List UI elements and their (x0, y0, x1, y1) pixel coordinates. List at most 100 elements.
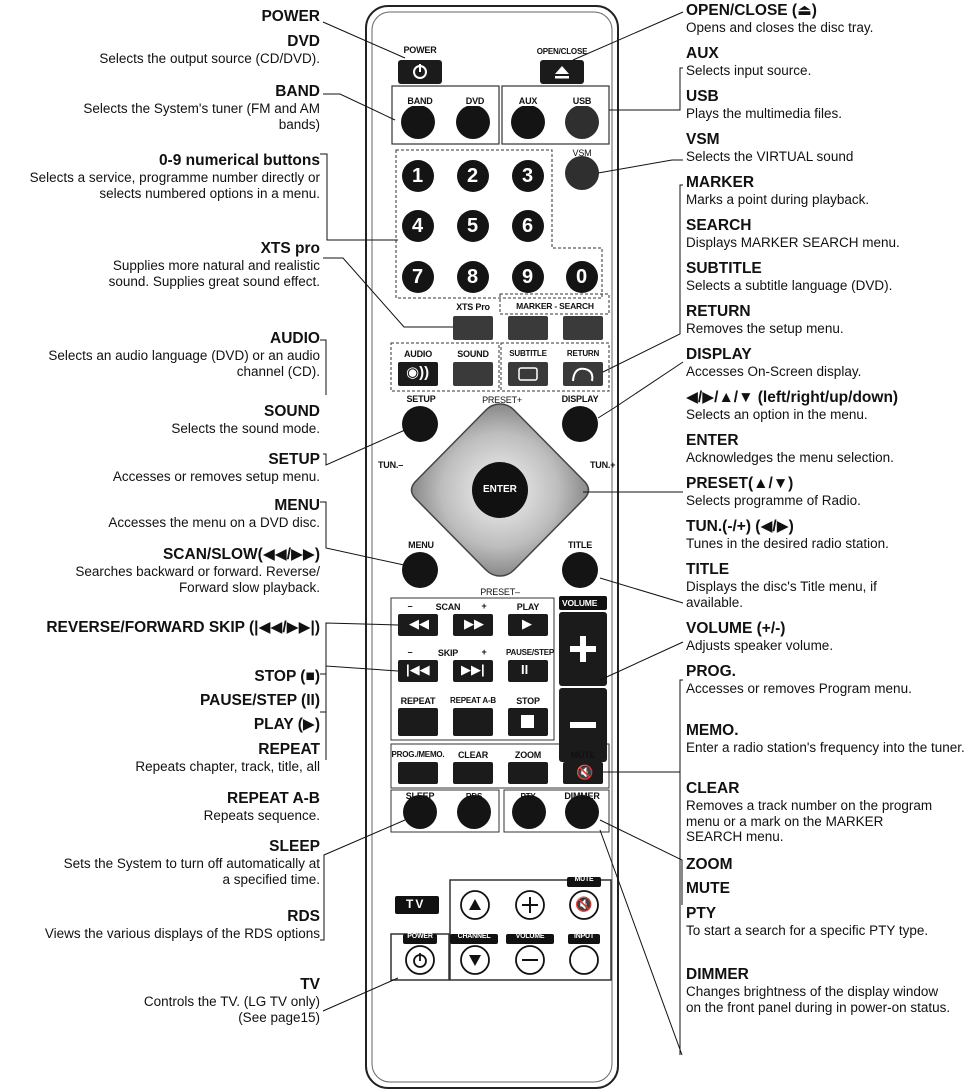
skip-label: SKIP (437, 648, 459, 658)
tv-volume-label: VOLUME (515, 933, 545, 940)
digit-6-button[interactable] (512, 210, 544, 242)
tv-input-button[interactable] (569, 945, 599, 975)
scan-forward-button[interactable] (453, 614, 493, 636)
sound-label: SOUND (457, 349, 489, 359)
clear-button[interactable] (453, 762, 493, 784)
stop-label: STOP (516, 696, 540, 706)
digit-5-button[interactable] (457, 210, 489, 242)
scan-back-button[interactable] (398, 614, 438, 636)
pause-step-button[interactable] (508, 660, 548, 682)
rds-button[interactable] (457, 795, 491, 829)
band-button[interactable] (401, 105, 435, 139)
search-button[interactable] (563, 316, 603, 340)
usb-label: USB (570, 96, 594, 106)
dvd-button[interactable] (456, 105, 490, 139)
callout-leader-lines (320, 11, 684, 1056)
repeat-button[interactable] (398, 708, 438, 736)
title-button[interactable] (562, 552, 598, 588)
prog-memo-button[interactable] (398, 762, 438, 784)
skip-forward-button[interactable] (453, 660, 493, 682)
sleep-rds-group (390, 789, 500, 833)
channel-down-icon (469, 955, 481, 966)
return-button[interactable] (563, 362, 603, 386)
callout-play: PLAY (▶) (253, 716, 320, 733)
callout-scan-slow: SCAN/SLOW(◀◀/▶▶)Searches backward or for… (75, 546, 320, 595)
repeat-ab-label: REPEAT A-B (449, 696, 497, 705)
title-label: TITLE (568, 540, 592, 550)
scan-label: SCAN (435, 602, 461, 612)
menu-button[interactable] (402, 552, 438, 588)
callout-skip: REVERSE/FORWARD SKIP (|◀◀/▶▶|) (46, 619, 320, 636)
tv-volume-minus-icon (522, 959, 538, 961)
enter-button[interactable] (472, 462, 528, 518)
tv-button[interactable] (395, 896, 439, 914)
remote-body-inner (371, 11, 613, 1083)
marker-button[interactable] (508, 316, 548, 340)
zoom-button[interactable] (508, 762, 548, 784)
setup-button[interactable] (402, 406, 438, 442)
callout-preset: PRESET(▲/▼)Selects programme of Radio. (686, 475, 861, 508)
digit-1-button[interactable] (402, 160, 434, 192)
vsm-button[interactable] (565, 156, 599, 190)
numeric-buttons (402, 160, 598, 293)
digit-9-button[interactable] (512, 261, 544, 293)
digit-4-button[interactable] (402, 210, 434, 242)
tv-power-label: POWER (407, 933, 433, 940)
digit-3-button[interactable] (512, 160, 544, 192)
display-button[interactable] (562, 406, 598, 442)
display-label: DISPLAY (561, 394, 599, 404)
sound-button[interactable] (453, 362, 493, 386)
digit-8-button[interactable] (457, 261, 489, 293)
xts-pro-button[interactable] (453, 316, 493, 340)
pty-button[interactable] (512, 795, 546, 829)
pause-step-label: PAUSE/STEP (505, 648, 555, 657)
play-button[interactable] (508, 614, 548, 636)
stop-icon (521, 715, 534, 728)
tv-input-label: INPUT (573, 933, 595, 940)
digit-7-button[interactable] (402, 261, 434, 293)
subtitle-button[interactable] (508, 362, 548, 386)
repeat-ab-button[interactable] (453, 708, 493, 736)
tun-plus-label: TUN.+ (590, 460, 616, 470)
digit-2-button[interactable] (457, 160, 489, 192)
vsm-label: VSM (572, 148, 592, 158)
repeat-label: REPEAT (400, 696, 436, 706)
menu-label: MENU (408, 540, 434, 550)
sleep-button[interactable] (403, 795, 437, 829)
subtitle-return-group (500, 342, 610, 392)
tv-mute-button[interactable] (569, 890, 599, 920)
aux-button[interactable] (511, 105, 545, 139)
prog-clear-zoom-mute-group (390, 743, 610, 789)
skip-minus-label: – (407, 647, 413, 657)
usb-button[interactable] (565, 105, 599, 139)
pty-label: PTY (520, 792, 536, 801)
callout-arrows: ◀/▶/▲/▼ (left/right/up/down)Selects an o… (686, 389, 899, 422)
mute-button[interactable] (563, 762, 603, 784)
dimmer-button[interactable] (565, 795, 599, 829)
skip-back-button[interactable] (398, 660, 438, 682)
scan-minus-label: – (407, 601, 413, 611)
digit-0-button[interactable] (566, 261, 598, 293)
play-label: PLAY (516, 602, 540, 612)
tv-mute-icon: 🔇 (575, 896, 593, 912)
audio-button[interactable] (398, 362, 438, 386)
